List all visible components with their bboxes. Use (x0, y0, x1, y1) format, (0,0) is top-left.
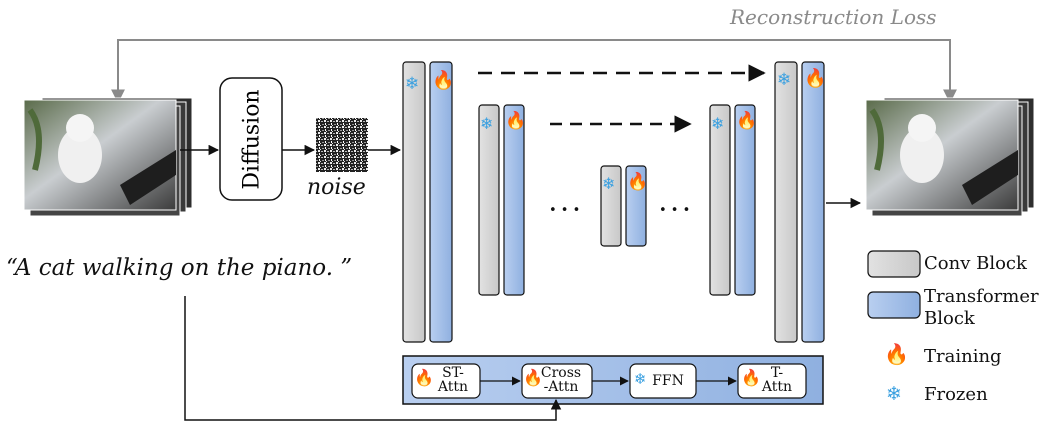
flame-icon: 🔥 (884, 342, 909, 366)
diffusion-label: Diffusion (224, 80, 280, 198)
snowflake-icon: ❄ (777, 70, 792, 90)
st-attn-label: ST- Attn (428, 366, 478, 394)
snowflake-icon: ❄ (711, 114, 725, 133)
snowflake-icon: ❄ (634, 370, 647, 388)
flame-icon: 🔥 (432, 70, 455, 91)
diffusion-box (219, 77, 283, 201)
flame-icon: 🔥 (736, 111, 758, 131)
legend-transformer-line2: Block (924, 308, 975, 329)
input-video-frames (23, 97, 193, 217)
flame-icon: 🔥 (505, 111, 527, 131)
noise-image (316, 118, 368, 172)
snowflake-icon: ❄ (886, 383, 902, 405)
legend-transformer-line1: Transformer (924, 286, 1039, 307)
t-attn-label-line1: T- (770, 365, 784, 381)
flame-icon: 🔥 (627, 172, 649, 192)
st-attn-label-line2: Attn (437, 379, 469, 395)
t-attn-label-line2: Attn (761, 379, 793, 395)
legend-transformer-label: Transformer Block (924, 286, 1039, 330)
diffusion-text: Diffusion (239, 88, 265, 190)
legend-conv-label: Conv Block (924, 253, 1027, 274)
unet-blocks (402, 61, 825, 343)
snowflake-icon: ❄ (405, 74, 420, 94)
noise-label: noise (307, 175, 366, 200)
cross-attn-label-line2: -Attn (543, 379, 579, 395)
legend-transformer-swatch (867, 291, 921, 319)
t-attn-label: T- Attn (752, 366, 802, 394)
snowflake-icon: ❄ (480, 114, 494, 133)
flame-icon: 🔥 (741, 368, 761, 387)
text-prompt: “A cat walking on the piano. ” (6, 255, 353, 281)
text-condition-arrow (184, 296, 562, 421)
cross-attn-label: Cross -Attn (534, 366, 588, 394)
flame-icon: 🔥 (804, 68, 827, 89)
legend-frozen-label: Frozen (924, 384, 988, 405)
legend-training-label: Training (924, 346, 1002, 367)
reconstruction-loss-arrow (111, 39, 957, 104)
cross-attn-label-line1: Cross (540, 365, 582, 381)
flame-icon: 🔥 (523, 368, 543, 387)
snowflake-icon: ❄ (602, 174, 616, 193)
flame-icon: 🔥 (414, 368, 434, 387)
t-attn-box (737, 363, 807, 399)
ellipsis-left: • • • (549, 203, 581, 218)
st-attn-label-line1: ST- (442, 365, 464, 381)
reconstruction-loss-label: Reconstruction Loss (730, 5, 937, 29)
ffn-label: FFN (652, 373, 684, 389)
legend-conv-swatch (867, 250, 921, 278)
output-video-frames (865, 97, 1035, 217)
ellipsis-right: • • • (659, 203, 691, 218)
